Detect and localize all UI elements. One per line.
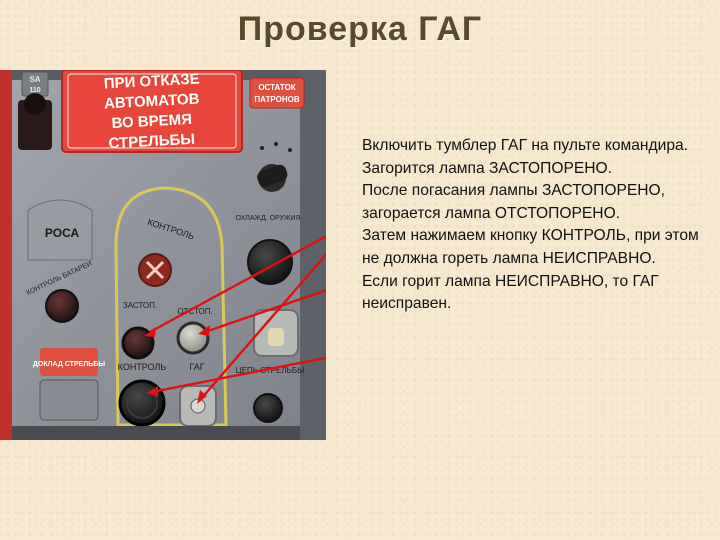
arrowhead-lamp-unlocked: [198, 325, 210, 336]
warning-line-1: ПРИ ОТКАЗЕ: [103, 71, 200, 93]
rosa-plate: [27, 199, 93, 261]
label-control-bottom: КОНТРОЛЬ: [118, 362, 167, 372]
plate-sa-line1: SA: [29, 75, 40, 84]
arrow-to-gag-toggle: [199, 252, 326, 401]
left-bottom-box: [39, 379, 99, 421]
dark-pillar: [300, 70, 326, 440]
bottom-strip: [12, 426, 300, 440]
highlight-outline: [114, 186, 228, 427]
arrow-to-control-button: [151, 356, 326, 394]
instruction-3: После погасания лампы ЗАСТОПОРЕНО, загор…: [362, 182, 665, 222]
toggle-dot-1: [260, 146, 264, 150]
fire-circuit-switch: [268, 328, 284, 346]
ammo-plate-line2: ПАТРОНОВ: [254, 95, 299, 104]
arrowhead-gag-toggle: [197, 390, 207, 404]
instruction-1: Включить тумблер ГАГ на пульте командира…: [362, 137, 689, 154]
label-gag: ГАГ: [189, 362, 204, 372]
ammo-plate-line1: ОСТАТОК: [258, 83, 295, 92]
instruction-4: Затем нажимаем кнопку КОНТРОЛЬ, при этом…: [362, 227, 699, 267]
left-lower-plate: [40, 348, 98, 376]
control-button-cross: [145, 260, 165, 280]
label-rosa: РОСА: [45, 226, 80, 240]
fire-circuit-lamp: [253, 393, 283, 423]
toggle-dot-3: [288, 148, 292, 152]
instruction-2: Загорится лампа ЗАСТОПОРЕНО.: [362, 159, 613, 177]
warning-line-2: АВТОМАТОВ: [104, 91, 200, 113]
gag-toggle: [190, 398, 206, 414]
warning-plate: [61, 70, 243, 153]
label-locked: ЗАСТОП.: [123, 301, 157, 310]
arrow-to-lamp-locked: [149, 234, 326, 334]
label-left-lower: ДОКЛАД СТРЕЛЬБЫ: [33, 361, 105, 368]
big-black-knob: [247, 239, 293, 285]
control-push-ring: [126, 387, 158, 419]
left-lamp: [45, 289, 79, 323]
control-panel-photo: SA 110 ПРИ ОТКАЗЕ АВТОМАТОВ ВО ВРЕМЯ СТР…: [0, 70, 326, 440]
label-right-upper: ОХЛАЖД. ОРУЖИЯ: [235, 215, 300, 222]
instructions-block: Включить тумблер ГАГ на пульте командира…: [362, 135, 712, 316]
plate-sa-line2: 110: [29, 87, 40, 94]
fuse-holder: [18, 100, 52, 150]
red-arrows: [144, 234, 326, 404]
label-unlocked: ОТСТОП.: [177, 307, 212, 316]
lamp-locked: [121, 326, 155, 360]
arrowhead-control-button: [146, 386, 158, 397]
instruction-5: Если горит лампа НЕИСПРАВНО, то ГАГ неис…: [362, 272, 659, 313]
toggle-lever: [257, 164, 288, 187]
toggle-dot-2: [274, 142, 278, 146]
red-frame: [0, 70, 12, 440]
fuse-cap: [24, 93, 46, 115]
warning-line-4: СТРЕЛЬБЫ: [108, 131, 195, 152]
arrowhead-lamp-locked: [144, 327, 156, 337]
warning-line-3: ВО ВРЕМЯ: [111, 111, 192, 132]
slide-title: Проверка ГАГ: [237, 10, 483, 48]
lamp-unlocked: [176, 321, 210, 355]
label-fire-circuit: ЦЕПЬ СТРЕЛЬБЫ: [236, 366, 304, 375]
ammo-plate: [249, 77, 305, 109]
